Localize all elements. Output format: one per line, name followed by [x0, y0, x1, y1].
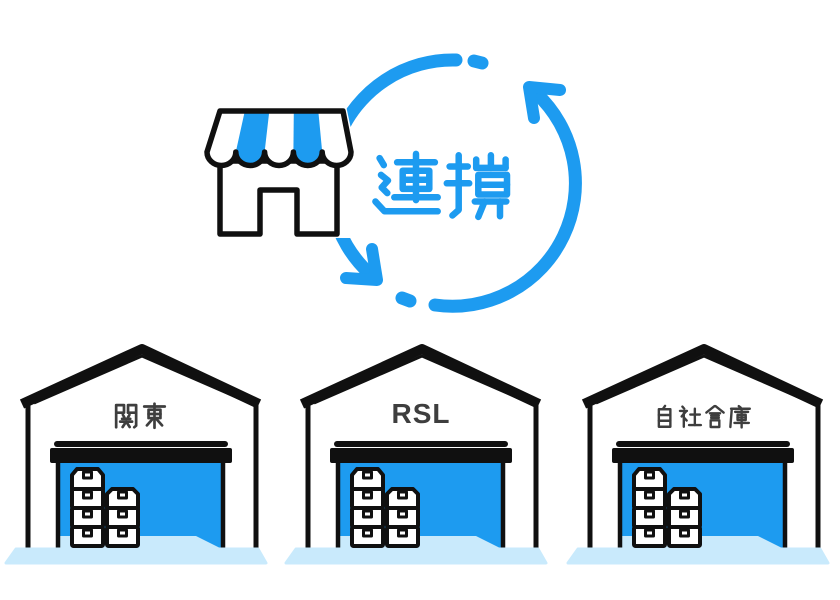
- awning-stripe: [293, 112, 323, 166]
- cycle-dash-bottom: [395, 291, 417, 308]
- cycle-dash-top: [467, 54, 489, 70]
- linkage-label: [364, 146, 524, 234]
- awning-stripe: [235, 112, 270, 166]
- storefront-icon: [200, 96, 358, 238]
- cycle-arc-right: [428, 86, 582, 313]
- store-awning: [207, 111, 351, 166]
- cycle-arrowhead-down: [340, 243, 383, 286]
- store-body: [217, 158, 340, 237]
- cycle-arrowhead-up: [523, 81, 566, 124]
- warehouse-label-own: [650, 403, 756, 437]
- warehouse-label-kanto: [110, 400, 172, 437]
- warehouse-label-rsl: RSL: [391, 398, 451, 429]
- warehouse-icon-3: [568, 349, 828, 563]
- warehouse-icon-1: [6, 349, 266, 563]
- warehouse-icon-2: [286, 349, 546, 563]
